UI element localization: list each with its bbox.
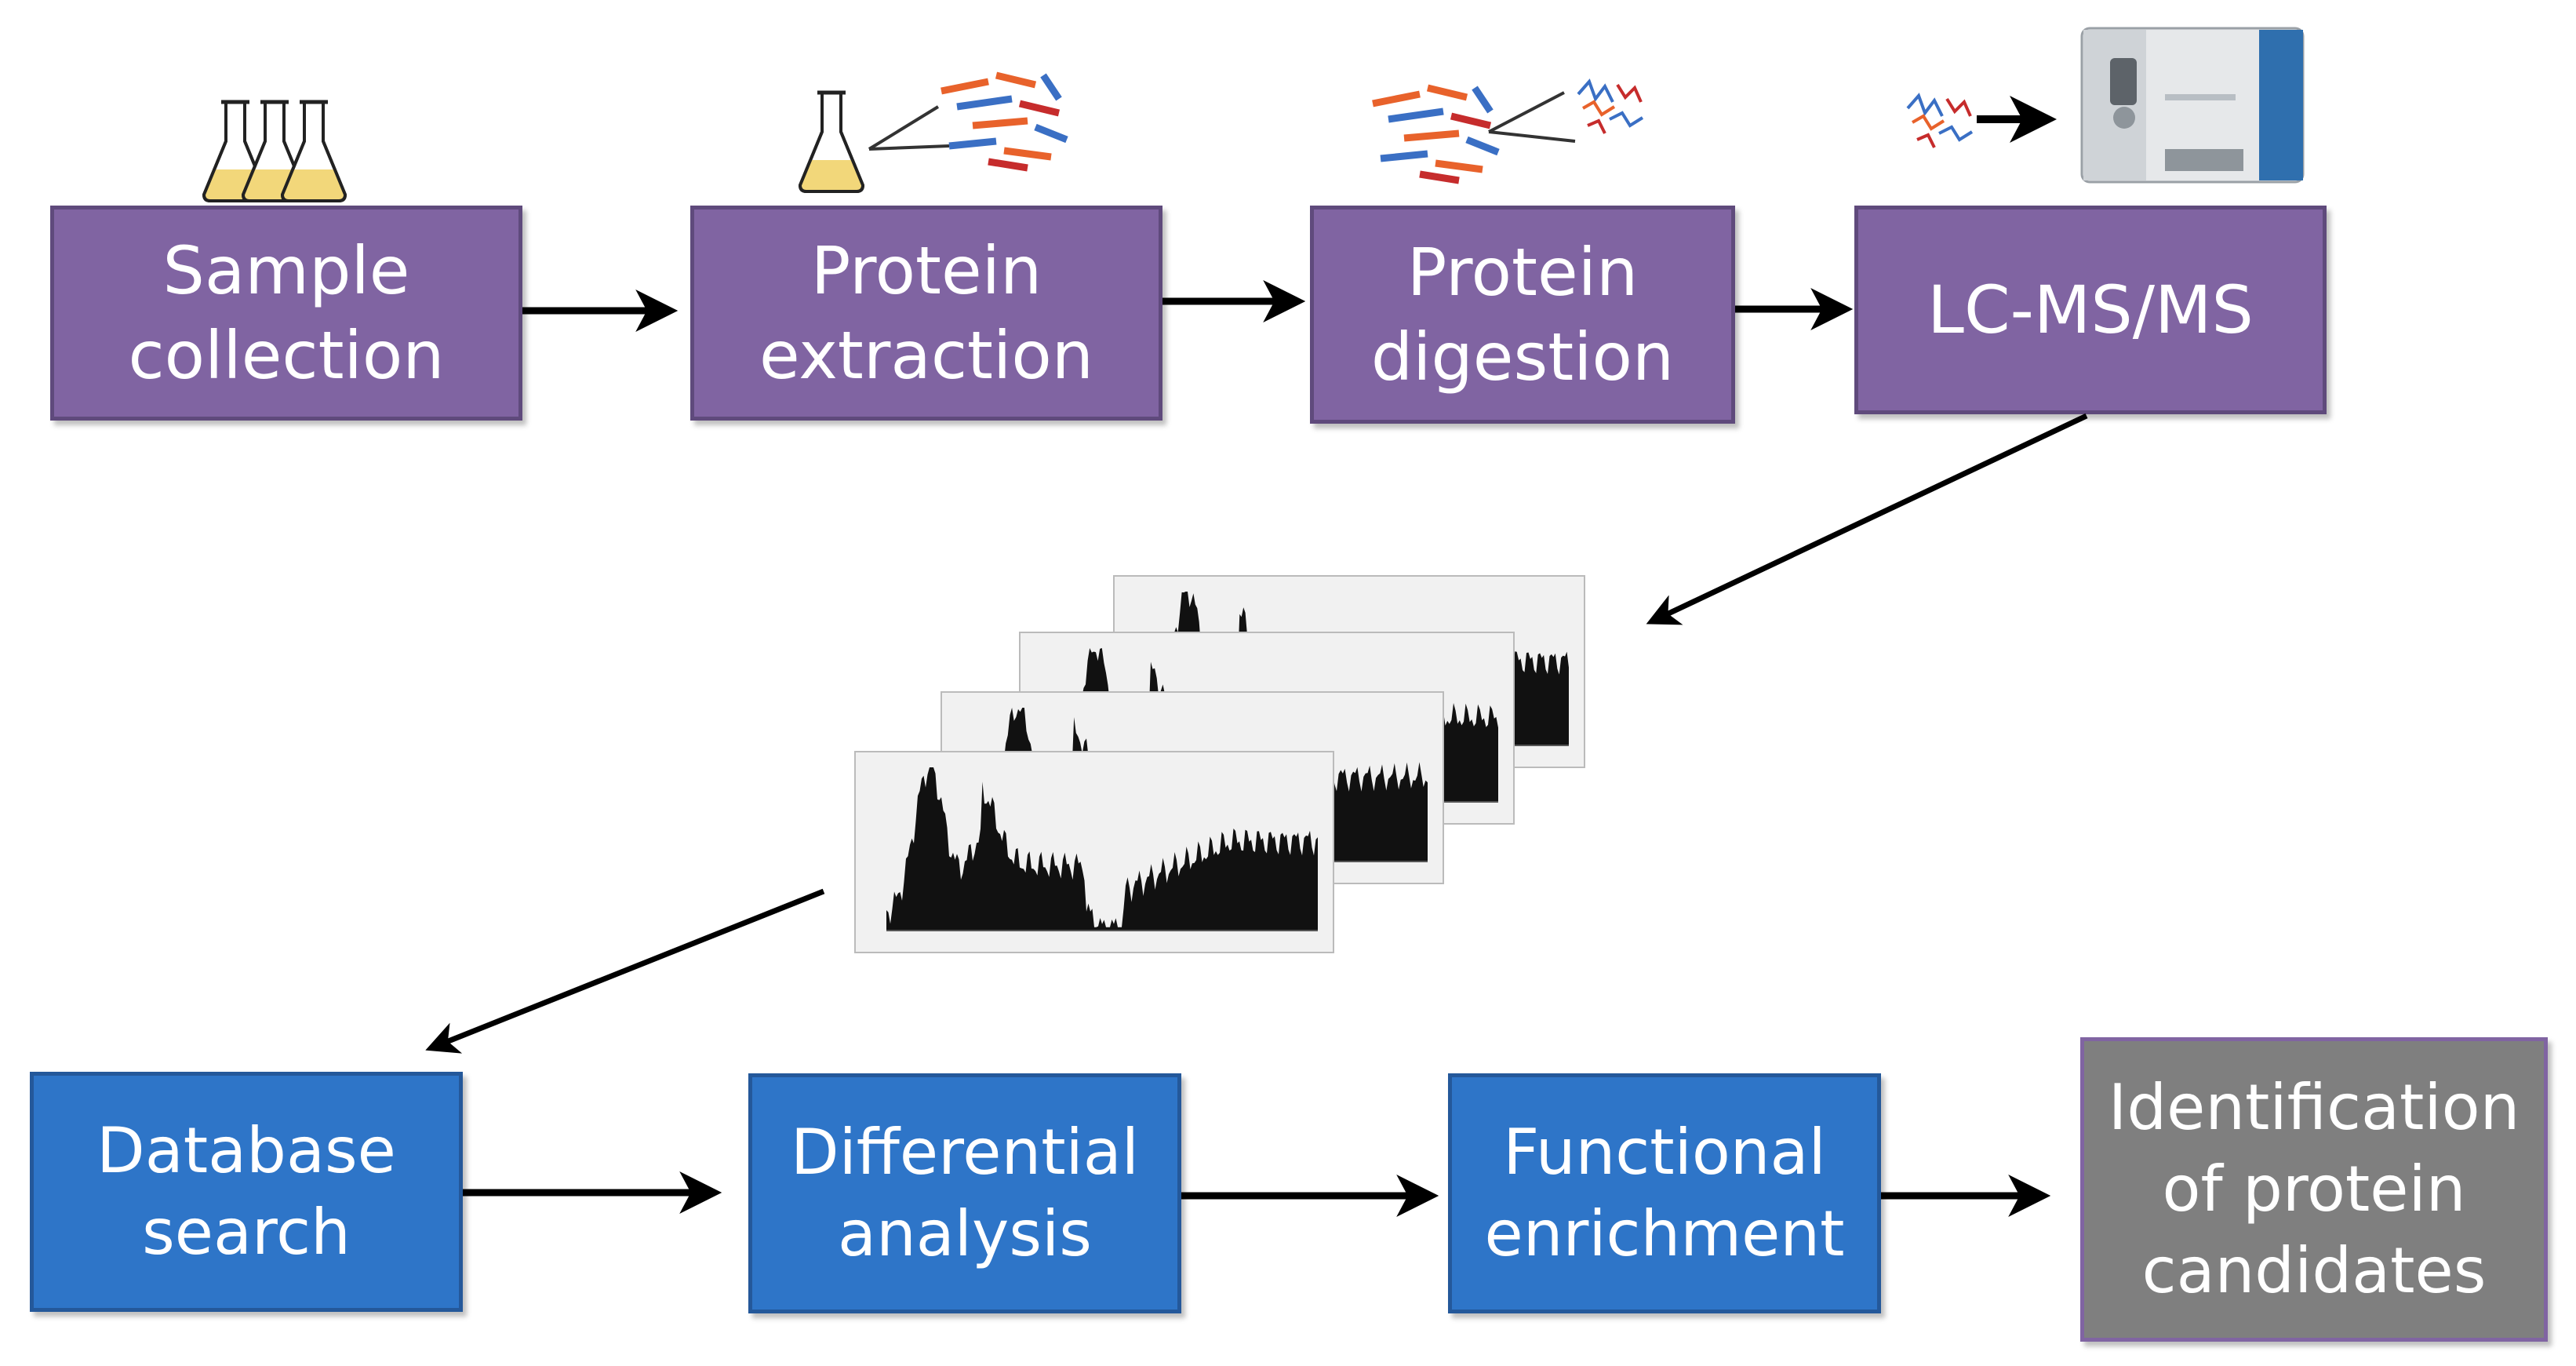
mass-spectrometer-icon: [1906, 27, 2305, 184]
flask-with-proteins-icon: [796, 75, 1067, 193]
arrow-spectra-to-database: [425, 888, 825, 1054]
step-differential-analysis: Differential analysis: [748, 1073, 1181, 1313]
step-protein-digestion: Protein digestion: [1310, 206, 1735, 424]
step-label: LC-MS/MS: [1927, 271, 2254, 348]
step-label: Sample collection: [128, 232, 445, 394]
step-label: Protein extraction: [759, 232, 1093, 394]
flasks-icon: [200, 102, 349, 202]
step-label: Protein digestion: [1370, 234, 1675, 395]
step-label: Database search: [96, 1114, 396, 1269]
step-sample-collection: Sample collection: [50, 206, 522, 421]
step-database-search: Database search: [30, 1072, 463, 1312]
step-label: Functional enrichment: [1484, 1116, 1845, 1270]
chromatogram-panel: [854, 751, 1334, 953]
step-label: Identification of protein candidates: [2108, 1071, 2520, 1307]
arrow-lcms-to-spectra: [1646, 413, 2088, 625]
chromatogram-stack: [854, 575, 1585, 953]
step-functional-enrichment: Functional enrichment: [1448, 1073, 1881, 1313]
step-lc-ms-ms: LC-MS/MS: [1854, 206, 2327, 414]
step-protein-extraction: Protein extraction: [690, 206, 1162, 421]
digestion-icon: [1373, 80, 1644, 180]
step-label: Differential analysis: [790, 1116, 1140, 1270]
step-identification-of-protein-candidates: Identification of protein candidates: [2080, 1037, 2548, 1342]
